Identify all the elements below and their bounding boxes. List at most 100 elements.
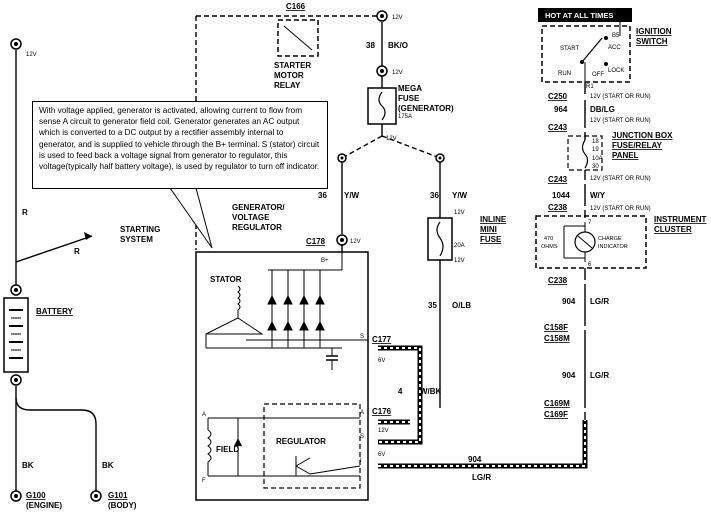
switch-pos-run: RUN: [558, 71, 571, 77]
cluster-pin-6: 6: [588, 262, 592, 268]
ignition-switch: [541, 22, 631, 83]
junction-box-label-2: FUSE/RELAY: [612, 141, 663, 150]
voltage-label: 12V: [454, 258, 465, 264]
generator-label-2: VOLTAGE: [232, 213, 270, 222]
switch-pos-lock: LOCK: [608, 68, 624, 74]
inline-fuse-rating: 20A: [454, 243, 465, 249]
regulator-terminal-a: A: [360, 410, 364, 416]
wire-35-color: O/LB: [452, 301, 471, 310]
voltage-label: 12V (START OR RUN): [590, 206, 651, 212]
inline-fuse-label-2: MINI: [480, 225, 497, 234]
voltage-label: 12V: [454, 210, 465, 216]
switch-pos-b5: B5: [612, 33, 620, 39]
connector-c169m: C169M: [544, 399, 570, 408]
starter-motor-relay: [277, 19, 319, 57]
voltage-label: 12V: [26, 52, 37, 58]
jb-pin-30: 30: [592, 164, 599, 170]
wire-964-color: DB/LG: [590, 105, 615, 114]
connector-c178: C178: [306, 237, 326, 246]
wire-36-left-number: 36: [318, 191, 327, 200]
starting-system-label-1: STARTING: [120, 225, 160, 234]
connector-c243-top: C243: [548, 123, 568, 132]
connector-c238-bottom: C238: [548, 276, 568, 285]
wire-1044-color: W/Y: [590, 191, 606, 200]
wire-36-right-number: 36: [430, 191, 439, 200]
connector-c169f: C169F: [544, 410, 568, 419]
connector-c158m: C158M: [544, 334, 570, 343]
generator-terminal-a: A: [202, 412, 206, 418]
voltage-label: 12V: [350, 239, 361, 245]
ground-g100-icon: [10, 490, 22, 502]
wire-904b-number: 904: [562, 371, 576, 380]
ground-g101-icon: [90, 490, 102, 502]
wire-904c-color: LG/R: [472, 473, 491, 482]
connector-c177: C177: [372, 335, 392, 344]
generator-label-1: GENERATOR/: [232, 203, 285, 212]
mega-fuse-label-3: (GENERATOR): [398, 104, 454, 113]
ignition-switch-label-1: IGNITION: [636, 27, 672, 36]
jb-pin-18: 18: [592, 139, 599, 145]
operation-note: With voltage applied, generator is activ…: [32, 101, 328, 189]
connector-c238-top: C238: [548, 203, 568, 212]
mega-fuse-rating: 175A: [398, 114, 412, 120]
connector-c158f: C158F: [544, 323, 568, 332]
switch-pos-start: START: [560, 46, 579, 52]
note-callout-pointer: [169, 187, 213, 249]
generator-terminal-s: S: [360, 334, 364, 340]
junction-box-fuse: [567, 135, 603, 171]
switch-pos-off: OFF: [592, 72, 604, 78]
resistor-label-2: OHMS: [541, 244, 558, 250]
heavy-wires: [378, 345, 588, 469]
ground-g100-id: G100: [26, 491, 46, 500]
inline-fuse-label-1: INLINE: [480, 215, 507, 224]
connector-c176: C176: [372, 407, 392, 416]
jb-fuse-rating: 10A: [592, 156, 603, 162]
generator-terminal-f: F: [202, 478, 206, 484]
hot-at-all-times-banner: HOT AT ALL TIMES: [538, 8, 632, 22]
starting-system-label-2: SYSTEM: [120, 235, 153, 244]
charge-indicator-label-2: INDICATOR: [598, 244, 628, 250]
wire-904c-number: 904: [468, 455, 482, 464]
wire-1044-number: 1044: [552, 191, 570, 200]
junction-box-label-1: JUNCTION BOX: [612, 131, 673, 140]
starting-system-arrow: [84, 232, 92, 240]
wire-904a-color: LG/R: [590, 297, 609, 306]
wire-color-bk-1: BK: [22, 461, 34, 470]
ground-g101-location: (BODY): [108, 501, 137, 510]
starter-relay-label-2: MOTOR: [274, 71, 304, 80]
wire-36-right-color: Y/W: [452, 191, 468, 200]
splice-left: [337, 153, 347, 163]
ground-g100-location: (ENGINE): [26, 501, 62, 510]
mega-fuse-label-1: MEGA: [398, 84, 422, 93]
cluster-pin-7: 7: [588, 220, 592, 226]
voltage-label: 12V: [378, 428, 389, 434]
wire-38-color: BK/O: [388, 41, 408, 50]
jb-pin-19: 19: [592, 147, 599, 153]
wire-964-number: 964: [554, 105, 568, 114]
mega-fuse-terminal: [376, 65, 388, 77]
battery-feed-connector: 12V: [10, 38, 37, 58]
wire-4-number: 4: [398, 387, 403, 396]
splice-right: [435, 153, 445, 163]
battery-label: BATTERY: [36, 307, 74, 316]
wires: [15, 15, 586, 492]
inline-fuse-label-3: FUSE: [480, 235, 502, 244]
charge-indicator-label-1: CHARGE: [598, 236, 622, 242]
resistor-label-1: 470: [544, 236, 553, 242]
connector-c166: C166: [286, 2, 306, 11]
ground-g101-id: G101: [108, 491, 128, 500]
c178-terminal: [336, 234, 348, 246]
starter-relay-label-1: STARTER: [274, 61, 311, 70]
field-label: FIELD: [216, 445, 239, 454]
voltage-label: 6V: [378, 452, 385, 458]
instrument-cluster-label-1: INSTRUMENT: [654, 215, 707, 224]
voltage-label: 6V: [378, 358, 385, 364]
wire-904b-color: LG/R: [590, 371, 609, 380]
starter-relay-terminal: [376, 10, 388, 22]
voltage-label: 12V: [392, 70, 403, 76]
wire-color-r-1: R: [22, 208, 28, 217]
generator-label-3: REGULATOR: [232, 223, 282, 232]
wire-38-number: 38: [366, 41, 375, 50]
wire-color-r-2: R: [74, 247, 80, 256]
